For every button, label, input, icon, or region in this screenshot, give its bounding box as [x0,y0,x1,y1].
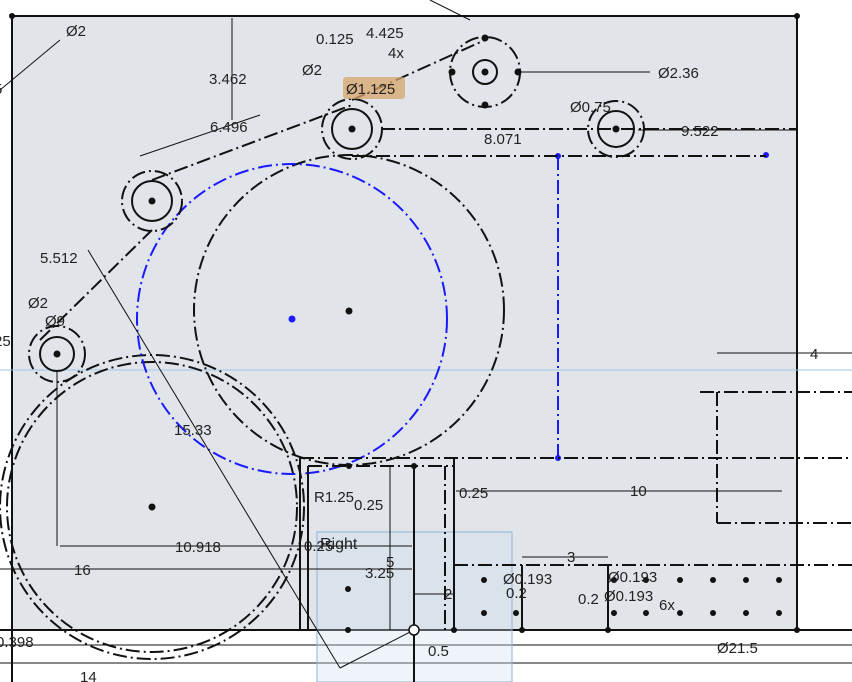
sketch-region [12,16,797,630]
dim-r125[interactable]: R1.25 [314,489,354,506]
dim-10[interactable]: 10 [630,483,647,500]
dim-edge-5[interactable]: 5 [0,81,2,98]
dim-6496[interactable]: 6.496 [210,119,248,136]
dim-dia2-mid[interactable]: Ø2 [302,62,322,79]
dim-highlight [343,77,405,99]
dim-14[interactable]: 14 [80,669,97,682]
dim-dia215[interactable]: Ø21.5 [717,640,758,657]
dim-2[interactable]: 2 [444,586,452,603]
dim-02-b[interactable]: 0.2 [578,591,599,608]
outer-boundary[interactable] [0,15,852,682]
dim-dia236[interactable]: Ø2.36 [658,65,699,82]
dim-5512[interactable]: 5.512 [40,250,78,267]
sketch-lines[interactable] [39,39,852,682]
dim-05[interactable]: 0.5 [428,643,449,660]
dim-dia075[interactable]: Ø0.75 [570,99,611,116]
dim-10918[interactable]: 10.918 [175,539,221,556]
dim-025-c[interactable]: 0.25 [304,538,333,555]
dim-3[interactable]: 3 [567,549,575,566]
dim-0398[interactable]: 0.398 [0,634,34,651]
dim-1533[interactable]: 15.33 [174,422,212,439]
dim-4x[interactable]: 4x [388,45,404,62]
dimension-labels: Ø2 5 3.462 6.496 0.125 4.425 4x Ø2 Ø1.12… [0,23,818,682]
dim-0125[interactable]: 0.125 [316,31,354,48]
dim-dia0193-a[interactable]: Ø0.193 [503,571,552,588]
dim-5[interactable]: 5 [386,554,394,571]
dim-edge-25[interactable]: 25 [0,333,11,350]
dim-dia9[interactable]: Ø9 [45,313,65,330]
dim-dia0193-c[interactable]: Ø0.193 [604,588,653,605]
dim-16[interactable]: 16 [74,562,91,579]
dim-dia2-left[interactable]: Ø2 [28,295,48,312]
dim-3462[interactable]: 3.462 [209,71,247,88]
origin-point[interactable] [408,624,420,636]
dim-4[interactable]: 4 [810,346,818,363]
dim-9522[interactable]: 9.522 [681,123,719,140]
dim-025-b[interactable]: 0.25 [459,485,488,502]
dim-4425[interactable]: 4.425 [366,25,404,42]
dim-dia2-top[interactable]: Ø2 [66,23,86,40]
dim-02-a[interactable]: 0.2 [506,585,527,602]
dim-6x[interactable]: 6x [659,597,675,614]
dim-8071[interactable]: 8.071 [484,131,522,148]
dim-dia0193-b[interactable]: Ø0.193 [608,569,657,586]
dim-dia1125[interactable]: Ø1.125 [346,81,395,98]
dim-325[interactable]: 3.25 [365,565,394,582]
dim-025-a[interactable]: 0.25 [354,497,383,514]
bolt-pattern[interactable] [481,577,782,616]
plane-label-right[interactable]: Right [320,536,358,553]
